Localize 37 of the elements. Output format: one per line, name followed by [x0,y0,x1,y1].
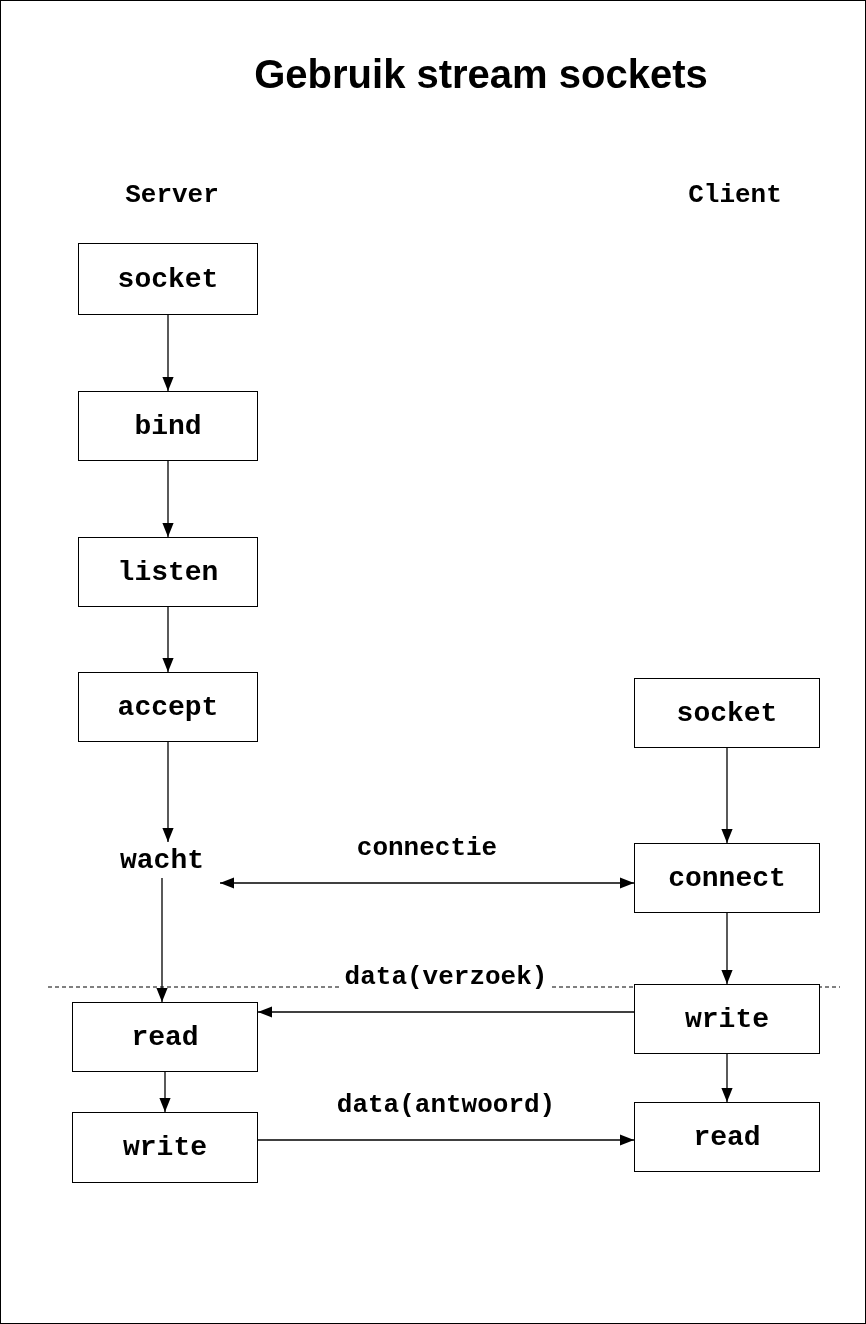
arrow [721,1053,733,1103]
node-label: accept [117,691,219,723]
process-box [634,843,820,913]
process-box [78,243,258,315]
process-box [78,672,258,742]
process-box [634,678,820,748]
node-label: write [685,1003,769,1035]
arrow [721,912,733,985]
title: Gebruik stream sockets [253,52,709,97]
process-box [72,1002,258,1072]
node-label: listen [117,556,219,588]
node-label: bind [134,410,202,442]
arrow [162,314,174,392]
node-label: connect [668,862,786,894]
process-box [78,391,258,461]
column-heading: Client [688,180,782,210]
arrow [156,877,168,1003]
state-label: wacht [120,844,204,876]
process-box [634,984,820,1054]
process-box [78,537,258,607]
arrow [162,741,174,843]
arrow [162,460,174,538]
node-label: socket [676,697,778,729]
column-heading: Server [125,180,219,210]
node-label: read [131,1021,199,1053]
node-label: socket [117,263,219,295]
node-label: write [123,1132,207,1163]
node-label: read [693,1121,761,1153]
edge-label: data(verzoek) [341,962,551,992]
arrow [721,747,733,844]
arrow [257,1134,635,1146]
process-box [634,1102,820,1172]
process-box [72,1112,258,1183]
arrow [162,606,174,673]
arrow [257,1006,635,1018]
arrow [219,877,635,889]
arrow [159,1071,171,1113]
